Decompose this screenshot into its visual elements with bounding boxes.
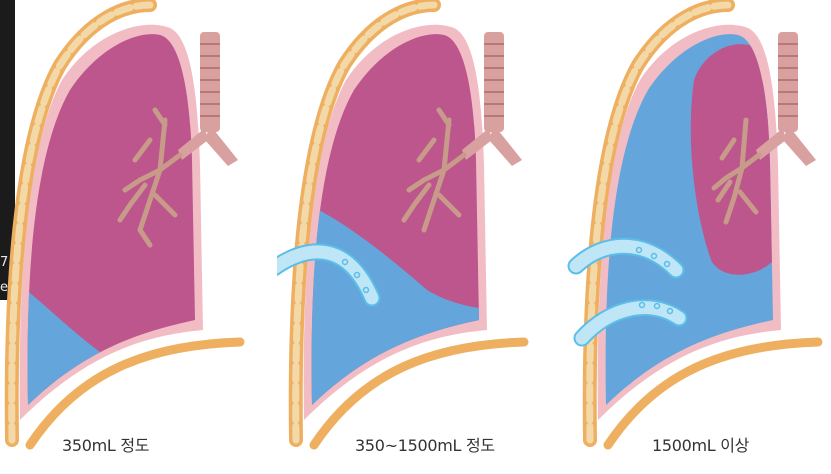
caption-medium-volume: 350~1500mL 정도 bbox=[355, 432, 495, 456]
lung-diagram-small bbox=[0, 0, 277, 474]
panel-medium-effusion: 350~1500mL 정도 bbox=[277, 0, 554, 474]
caption-small-volume: 350mL 정도 bbox=[62, 432, 149, 456]
panel-large-effusion: 1500mL 이상 bbox=[554, 0, 831, 474]
panel-small-effusion: 350mL 정도 bbox=[0, 0, 277, 474]
lung-diagram-medium bbox=[277, 0, 554, 474]
caption-large-volume: 1500mL 이상 bbox=[652, 432, 749, 456]
lung-diagram-large bbox=[554, 0, 831, 474]
